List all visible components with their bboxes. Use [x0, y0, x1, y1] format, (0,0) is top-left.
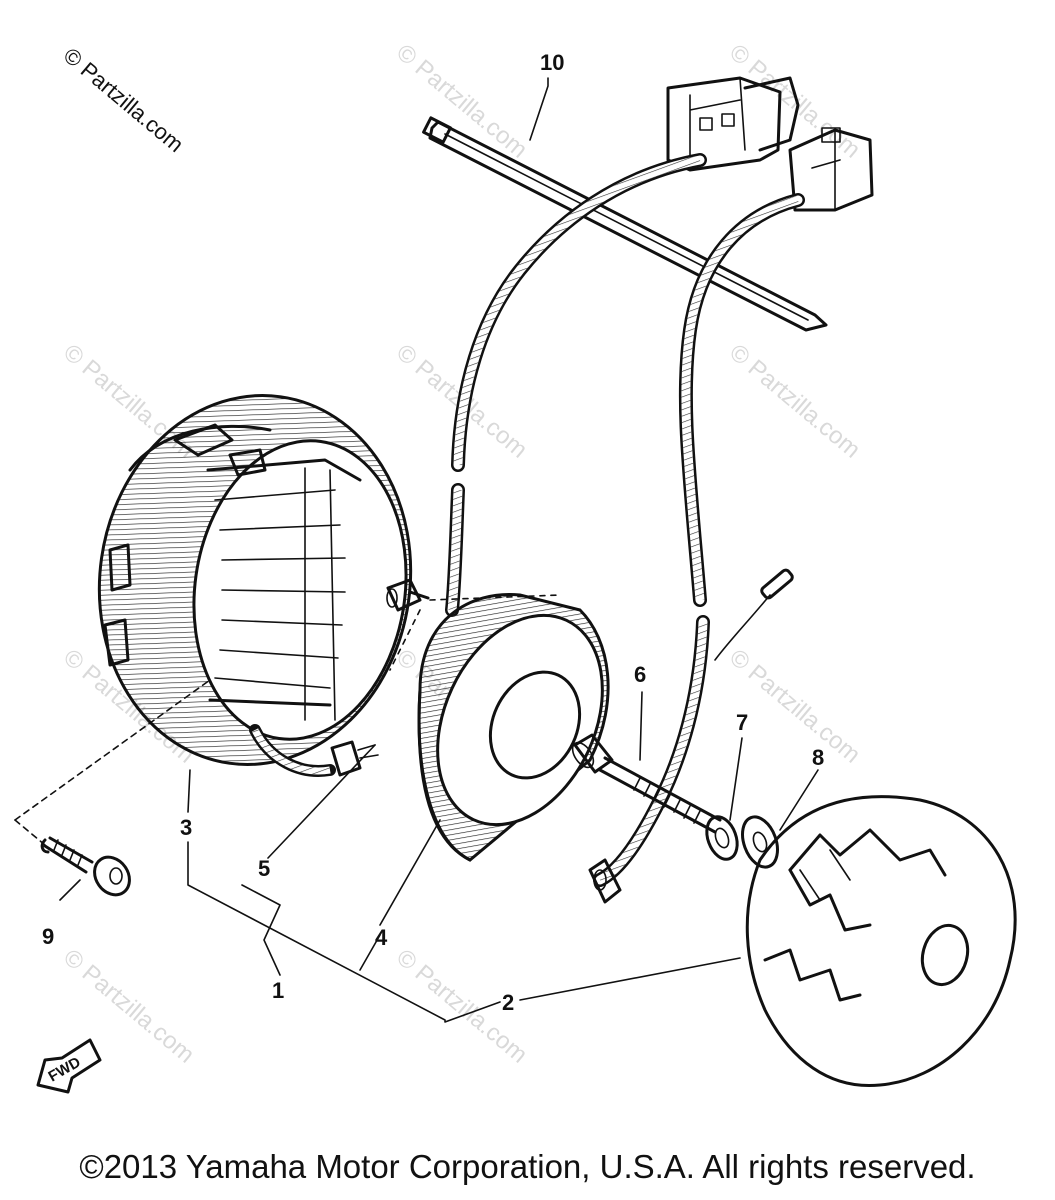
rotor-part-4[interactable] — [406, 589, 635, 862]
copyright-notice: ©2013 Yamaha Motor Corporation, U.S.A. A… — [79, 1148, 976, 1185]
lock-washer-part-7[interactable] — [701, 813, 742, 864]
callout-1[interactable]: 1 — [272, 978, 284, 1003]
forward-direction-arrow: FWD — [36, 1038, 102, 1094]
wire-harness — [445, 153, 707, 617]
callout-6[interactable]: 6 — [634, 662, 646, 687]
screw-part-5[interactable] — [386, 578, 430, 612]
callout-7[interactable]: 7 — [736, 710, 748, 735]
watermark: © Partzilla.com — [391, 39, 532, 164]
callout-9[interactable]: 9 — [42, 924, 54, 949]
callout-2[interactable]: 2 — [502, 990, 514, 1015]
washer-part-8[interactable] — [736, 812, 784, 872]
watermark: © Partzilla.com — [58, 944, 199, 1069]
watermark: © Partzilla.com — [724, 644, 865, 769]
watermark: © Partzilla.com — [724, 339, 865, 464]
wire-harness-right — [593, 193, 805, 887]
callout-3[interactable]: 3 — [180, 815, 192, 840]
cable-tie-part-10[interactable] — [422, 116, 828, 332]
wire-connector-small[interactable] — [788, 127, 874, 212]
stator-assembly-part-3[interactable] — [76, 375, 434, 785]
watermark-top-left: © Partzilla.com — [59, 43, 189, 157]
bolt-part-6[interactable] — [568, 733, 722, 834]
flywheel-part-2[interactable] — [745, 795, 1017, 1088]
callout-5[interactable]: 5 — [258, 856, 270, 881]
callout-10[interactable]: 10 — [540, 50, 564, 75]
callout-8[interactable]: 8 — [812, 745, 824, 770]
callouts: 10 6 7 8 3 5 9 4 1 2 — [42, 50, 824, 1015]
screw-part-9[interactable] — [40, 836, 136, 902]
leader-lines — [14, 77, 819, 1023]
grommet — [588, 858, 622, 904]
callout-4[interactable]: 4 — [375, 925, 388, 950]
